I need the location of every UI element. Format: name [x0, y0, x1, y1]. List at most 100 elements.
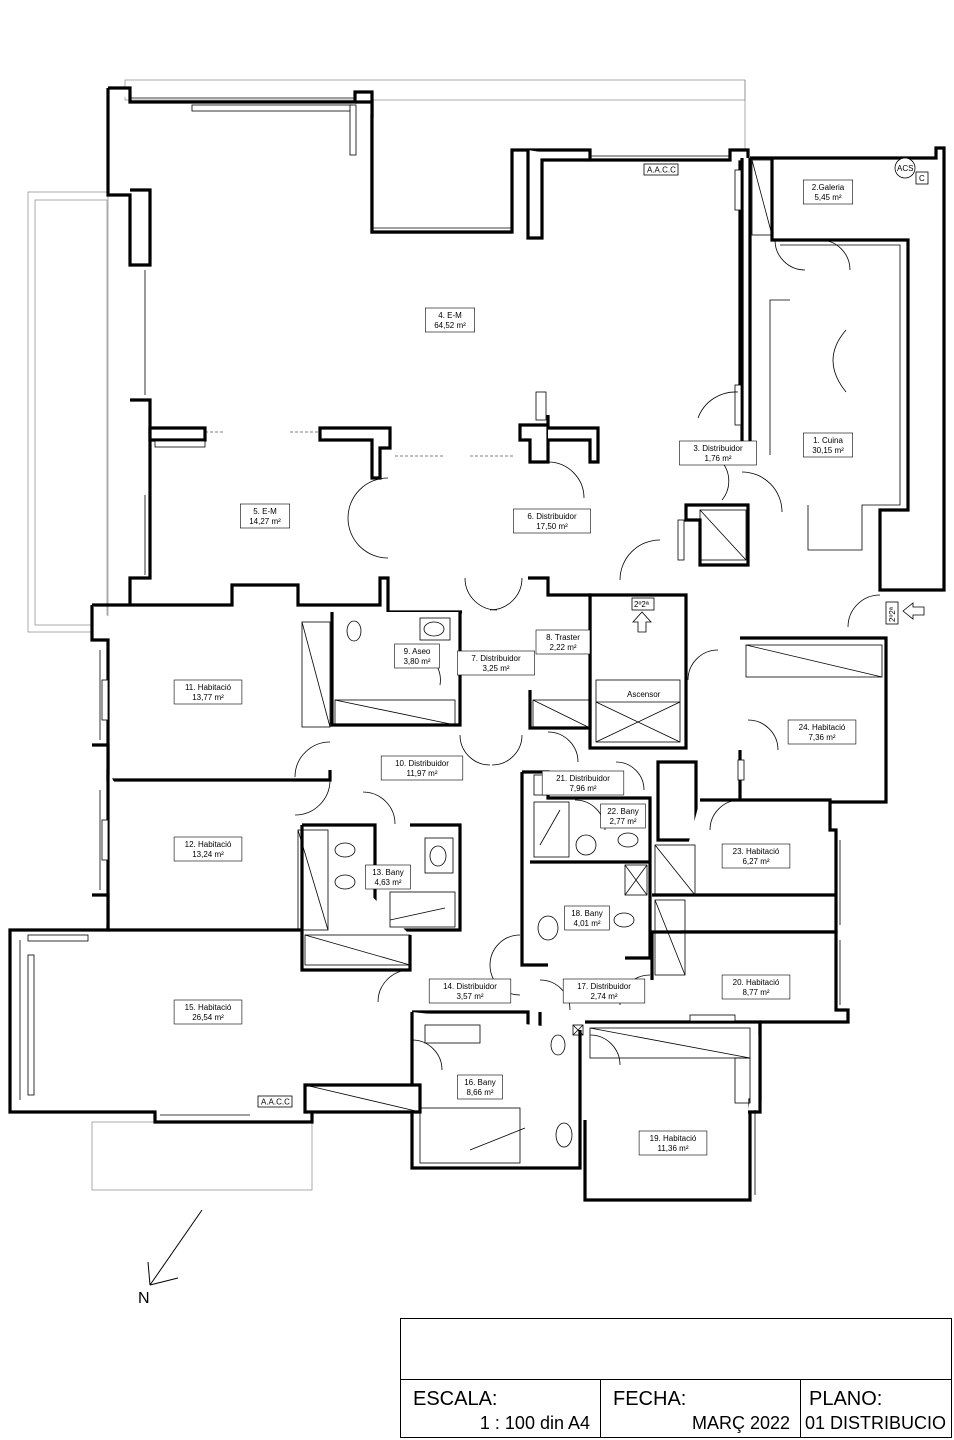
c-tag: C	[919, 174, 925, 183]
room-label-box	[394, 643, 440, 669]
room-area: 8,66 m²	[466, 1088, 493, 1097]
room-name: 5. E-M	[253, 507, 277, 516]
door-swings	[294, 239, 881, 1071]
room-label-box	[802, 432, 853, 458]
room-name: 14. Distribuidor	[443, 982, 497, 991]
room-area: 1,76 m²	[704, 454, 731, 463]
room-area: 7,96 m²	[569, 784, 596, 793]
room-label-box	[457, 650, 535, 676]
north-arrow-head-b	[149, 1277, 179, 1286]
room-label-box	[802, 179, 853, 205]
room-label-box	[564, 905, 610, 931]
room-area: 5,45 m²	[814, 193, 841, 202]
floor-tag-b: 2º2ª	[888, 607, 897, 622]
room-area: 3,57 m²	[456, 992, 483, 1001]
room-name: 8. Traster	[546, 633, 580, 642]
room-area: 64,52 m²	[434, 321, 466, 330]
room-name: 3. Distribuidor	[693, 444, 743, 453]
room-area: 7,36 m²	[808, 733, 835, 742]
plan-tags: A.A.C.C A.A.C.C ACS C 2º2ª 2º2ª Ascensor	[257, 157, 929, 1108]
room-label-box	[787, 719, 857, 745]
room-name: 4. E-M	[438, 311, 462, 320]
room-label: 5. E-M14,27 m²	[240, 503, 291, 529]
room-name: 21. Distribuidor	[556, 774, 610, 783]
room-name: 10. Distribuidor	[395, 759, 449, 768]
title-block-divider	[401, 1379, 951, 1380]
room-name: 12. Habitació	[185, 840, 232, 849]
room-area: 2,77 m²	[609, 817, 636, 826]
north-label: N	[138, 1290, 150, 1307]
scale-value: 1 : 100 din A4	[479, 1413, 590, 1433]
date-label: FECHA:	[613, 1388, 687, 1410]
room-name: 7. Distribuidor	[471, 654, 521, 663]
plan-value: 01 DISTRIBUCIO	[804, 1413, 946, 1433]
room-label-box	[240, 503, 291, 529]
room-name: 16. Bany	[464, 1078, 496, 1087]
plan-label: PLANO:	[809, 1388, 883, 1410]
room-label-box	[457, 1074, 503, 1100]
acs-tag: ACS	[897, 164, 913, 173]
room-label-box	[173, 999, 243, 1025]
room-name: 19. Habitació	[650, 1134, 697, 1143]
north-arrow-head-a	[147, 1261, 151, 1286]
room-area: 6,27 m²	[742, 857, 769, 866]
room-label-box	[428, 978, 512, 1004]
room-label-box	[513, 508, 591, 534]
room-area: 17,50 m²	[536, 522, 568, 531]
room-name: 13. Bany	[372, 868, 404, 877]
room-area: 4,01 m²	[573, 919, 600, 928]
room-name: 11. Habitació	[185, 683, 232, 692]
room-name: 20. Habitació	[733, 978, 780, 987]
room-name: 1. Cuina	[813, 436, 843, 445]
room-name: 18. Bany	[571, 909, 603, 918]
room-area: 2,74 m²	[590, 992, 617, 1001]
room-label-box	[535, 629, 591, 655]
room-label-box	[424, 307, 475, 333]
floor-tag-a: 2º2ª	[634, 600, 649, 609]
room-area: 14,27 m²	[249, 517, 281, 526]
room-label-box	[380, 755, 464, 781]
room-label: 4. E-M64,52 m²	[424, 307, 475, 333]
room-label-box	[679, 440, 757, 466]
date-value: MARÇ 2022	[691, 1413, 790, 1433]
room-area: 3,25 m²	[482, 664, 509, 673]
room-label-box	[721, 974, 791, 1000]
title-block-date: FECHA: MARÇ 2022	[601, 1380, 801, 1438]
room-label-box	[562, 978, 646, 1004]
scale-label: ESCALA:	[413, 1388, 498, 1410]
aacc-top-tag: A.A.C.C	[647, 166, 676, 175]
room-name: 15. Habitació	[185, 1003, 232, 1012]
room-area: 13,24 m²	[192, 850, 224, 859]
fixtures	[19, 97, 901, 1195]
room-area: 13,77 m²	[192, 693, 224, 702]
room-name: 17. Distribuidor	[577, 982, 631, 991]
title-block-plan: PLANO: 01 DISTRIBUCIO	[801, 1380, 950, 1438]
entrance-arrows	[632, 602, 925, 633]
room-name: 24. Habitació	[799, 723, 846, 732]
room-name: 6. Distribuidor	[527, 512, 577, 521]
room-label-box	[721, 843, 791, 869]
aacc-bottom-tag: A.A.C.C	[261, 1098, 290, 1107]
title-block: ESCALA: 1 : 100 din A4 FECHA: MARÇ 2022 …	[400, 1318, 952, 1438]
north-arrow-shaft	[149, 1209, 203, 1286]
